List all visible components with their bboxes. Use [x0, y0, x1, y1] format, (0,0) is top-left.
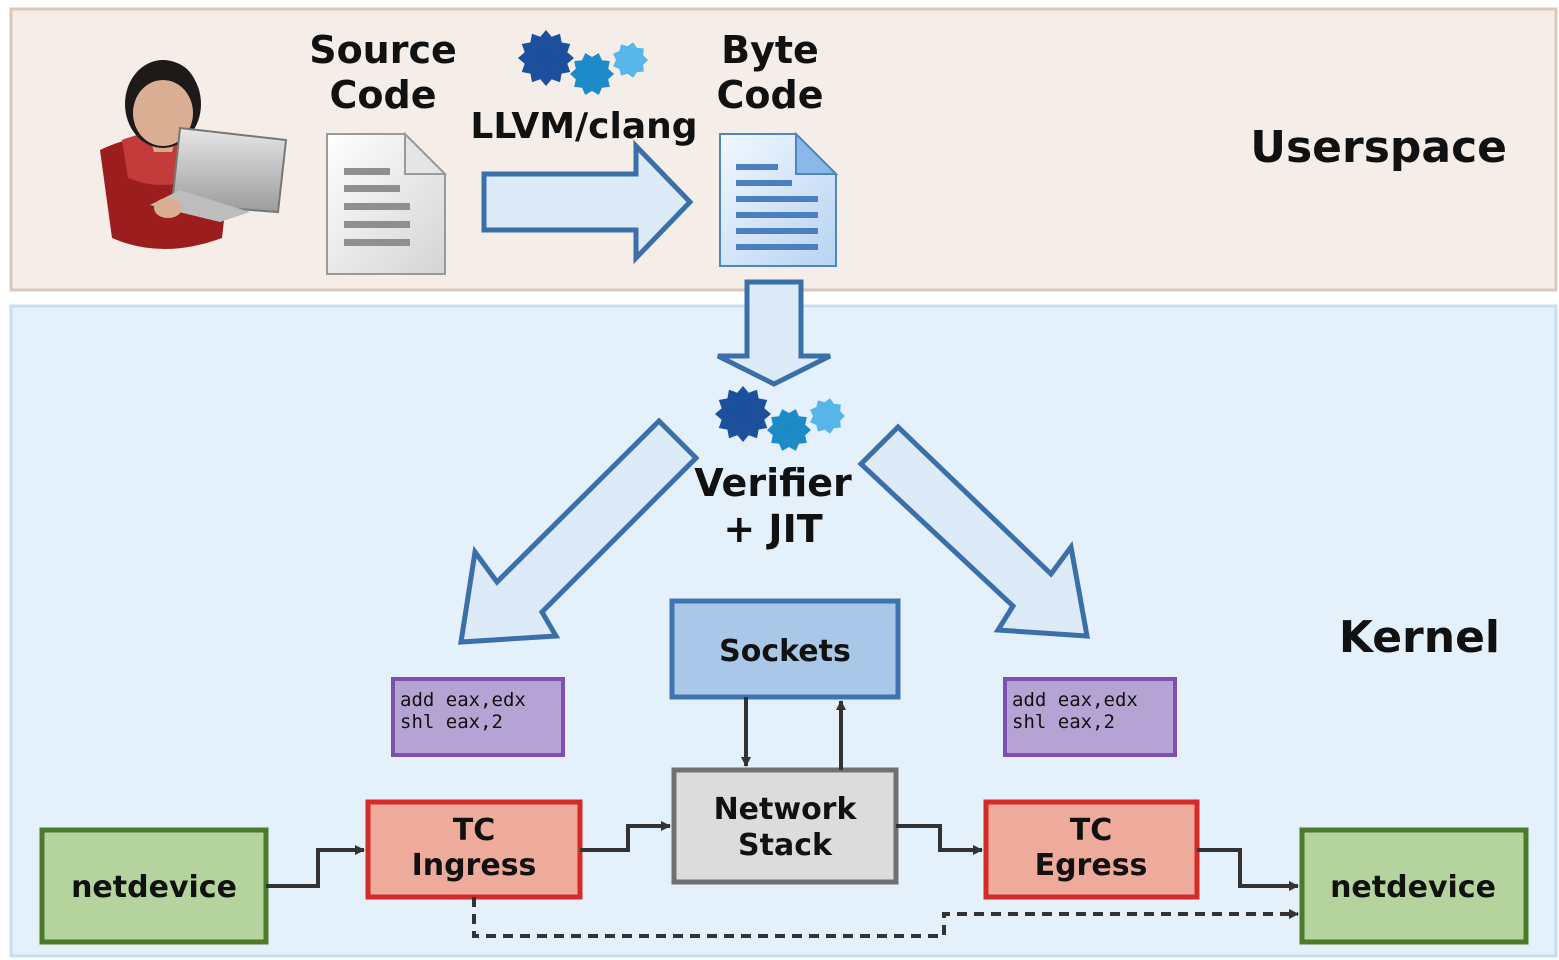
connectors [266, 697, 1299, 938]
sockets-label: Sockets [719, 634, 851, 669]
network-stack-label-line1: Network [714, 792, 858, 827]
attach-arrow-left [458, 417, 700, 645]
connector-bypass-dashed [472, 897, 1299, 938]
netdevice-left-box [39, 827, 269, 945]
verifier-label-line2: + JIT [723, 507, 822, 551]
sockets-box [669, 598, 901, 700]
bytecode-asm-box-left [391, 677, 565, 757]
asm-left-line1: add eax,edx [400, 689, 526, 711]
user-with-laptop-icon [100, 60, 288, 249]
bytecode-asm-box-right [1003, 677, 1177, 757]
byte-code-label-line2: Code [717, 73, 824, 117]
tc-egress-label-line1: TC [1070, 813, 1112, 848]
asm-right-line2: shl eax,2 [1012, 711, 1115, 733]
source-code-label-line2: Code [330, 73, 437, 117]
network-stack-box [671, 767, 899, 885]
compile-arrow [481, 139, 694, 265]
gears-icon [518, 30, 648, 95]
userspace-label: Userspace [1250, 122, 1507, 173]
byte-code-label-line1: Byte [721, 28, 819, 72]
connector-stack-to-egress [896, 824, 983, 855]
tc-ingress-box [365, 799, 583, 900]
verifier-label-line1: Verifier [694, 461, 852, 505]
tc-egress-box [983, 799, 1200, 900]
network-stack-label-line2: Stack [738, 828, 833, 863]
text-document-icon [326, 131, 448, 275]
netdevice-left-label: netdevice [71, 870, 237, 905]
load-arrow [716, 279, 832, 387]
tc-ingress-label-line2: Ingress [412, 848, 537, 883]
asm-right-line1: add eax,edx [1012, 689, 1138, 711]
tc-egress-label-line2: Egress [1035, 848, 1148, 883]
connector-ingress-to-stack [580, 821, 671, 852]
gears-icon [715, 386, 845, 451]
source-code-label-line1: Source [309, 28, 457, 72]
connector-netdev-to-ingress [266, 845, 365, 888]
llvm-clang-label: LLVM/clang [470, 106, 697, 147]
netdevice-right-label: netdevice [1330, 870, 1496, 905]
tc-ingress-label-line1: TC [453, 813, 495, 848]
blue-document-icon [719, 131, 839, 267]
netdevice-right-box [1299, 827, 1529, 945]
connector-egress-to-netdev [1197, 848, 1299, 891]
kernel-label: Kernel [1339, 612, 1500, 663]
attach-arrow-right [857, 423, 1091, 639]
asm-left-line2: shl eax,2 [400, 711, 503, 733]
